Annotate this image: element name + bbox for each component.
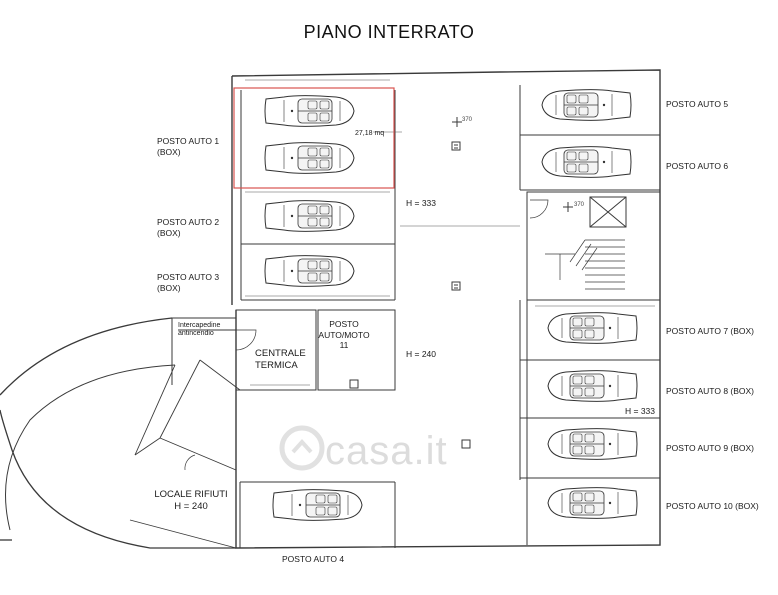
label-posto-auto-moto: POSTO AUTO/MOTO 11 <box>318 319 370 351</box>
label-height-240: H = 240 <box>406 349 437 359</box>
label-posto-auto-10: POSTO AUTO 10 (BOX) <box>666 501 759 511</box>
label-posto-auto-9: POSTO AUTO 9 (BOX) <box>666 443 755 453</box>
label-height-333-right: H = 333 <box>625 406 656 416</box>
label-posto-auto-8: POSTO AUTO 8 (BOX) <box>666 386 755 396</box>
label-spot-370-a: 370 <box>462 117 473 123</box>
plan-title: PIANO INTERRATO <box>303 22 475 42</box>
label-posto-auto-5: POSTO AUTO 5 <box>666 99 729 109</box>
label-posto-auto-4: POSTO AUTO 4 <box>282 554 345 564</box>
watermark <box>279 425 325 471</box>
watermark-text: casa.it <box>325 429 448 473</box>
label-centrale-termica: CENTRALE TERMICA <box>255 348 306 371</box>
label-spot-370-b: 370 <box>574 202 585 208</box>
label-posto-auto-1: POSTO AUTO 1(BOX) <box>157 136 220 157</box>
label-area-box-1: 27,18 mq <box>355 130 385 137</box>
highlight-box-1 <box>233 87 395 189</box>
label-intercapedine: Intercapedine antincendio <box>178 322 221 337</box>
label-posto-auto-3: POSTO AUTO 3(BOX) <box>157 272 220 293</box>
label-height-333-top: H = 333 <box>406 198 437 208</box>
label-posto-auto-7: POSTO AUTO 7 (BOX) <box>666 326 755 336</box>
label-posto-auto-2: POSTO AUTO 2(BOX) <box>157 217 220 238</box>
label-posto-auto-6: POSTO AUTO 6 <box>666 161 729 171</box>
label-locale-rifiuti: LOCALE RIFIUTI H = 240 <box>154 489 228 512</box>
